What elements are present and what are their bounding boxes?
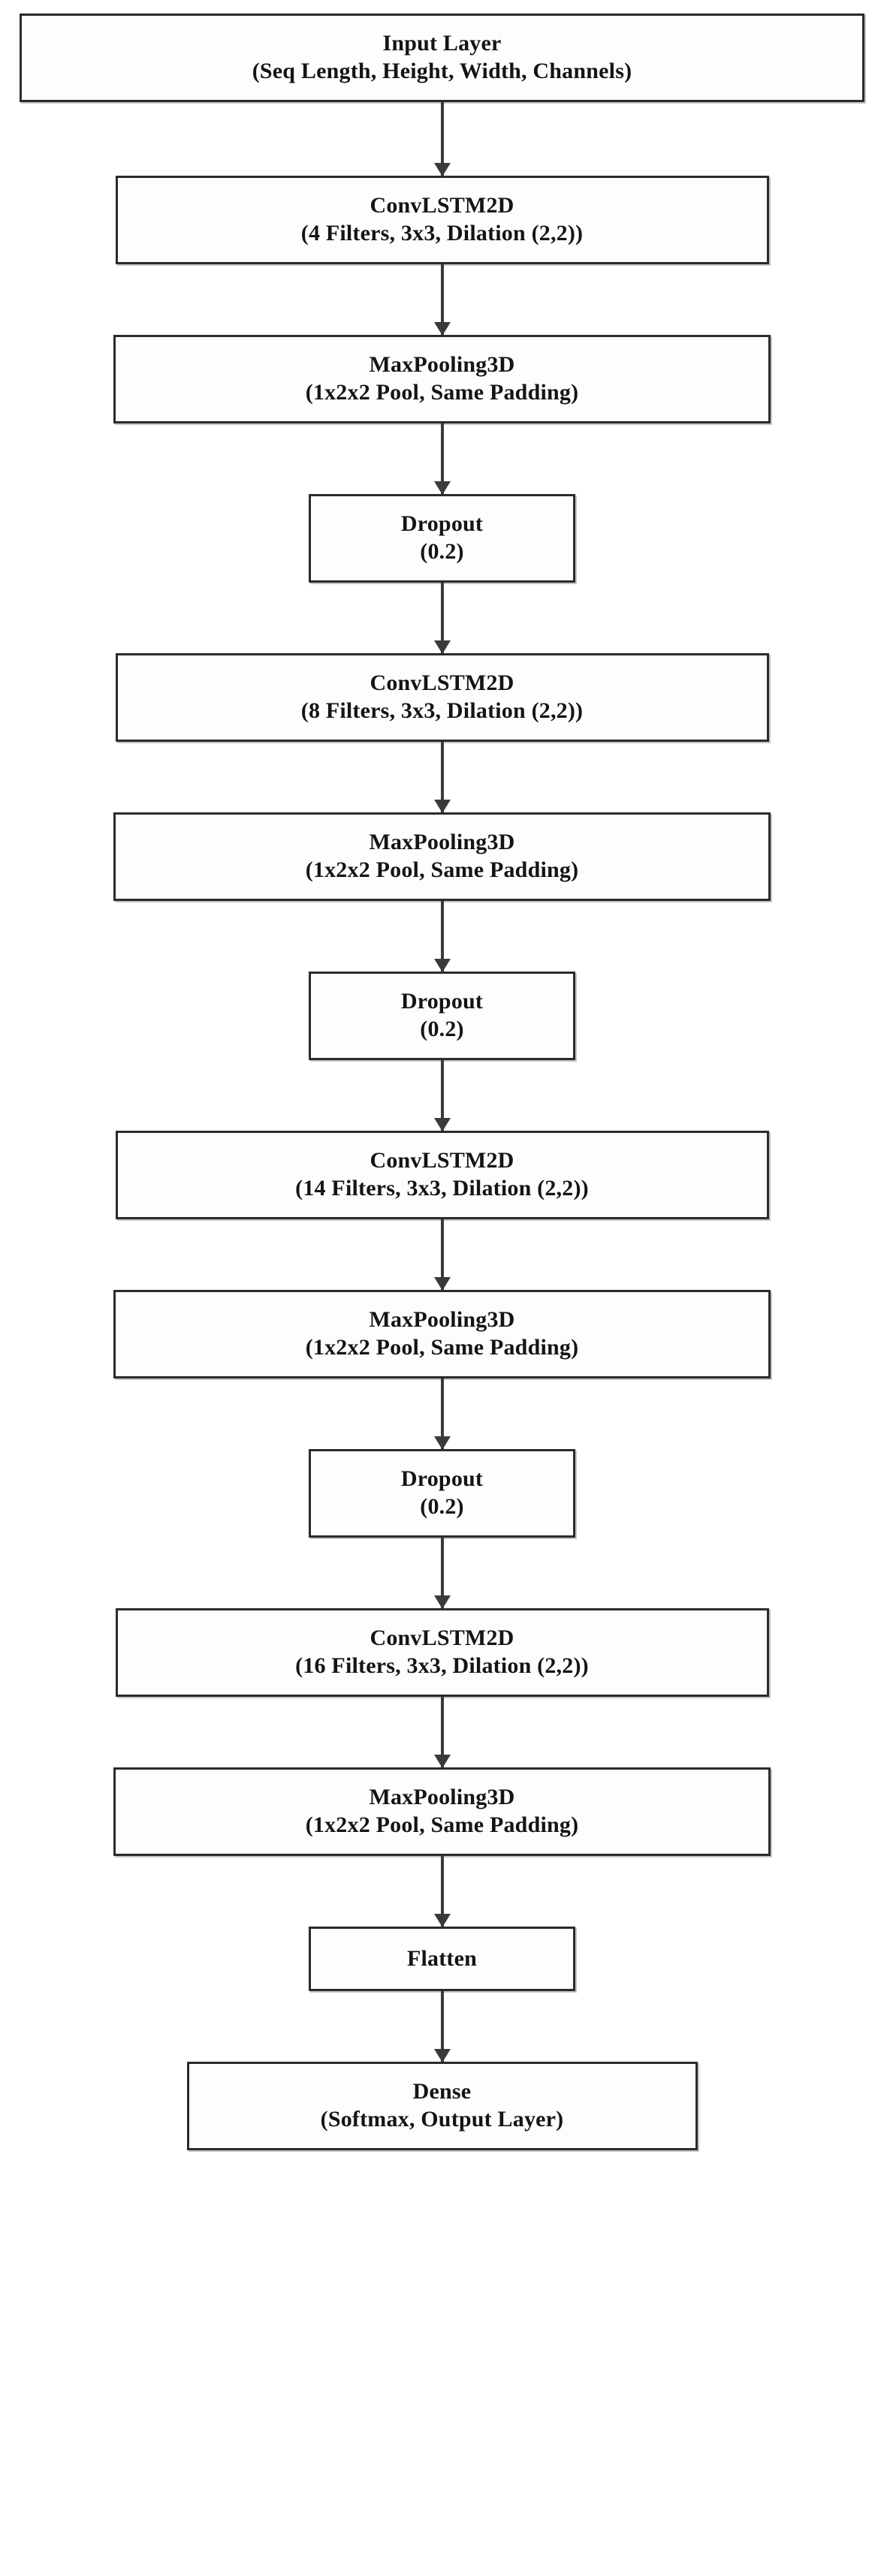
node-subtitle: (1x2x2 Pool, Same Padding) (305, 857, 579, 882)
arrowhead-icon (433, 1118, 451, 1131)
arrow-pool4-to-flatten (433, 1856, 451, 1927)
arrow-dropout3-to-convlstm4 (433, 1538, 451, 1609)
arrowhead-icon (433, 1436, 451, 1450)
node-flatten[interactable]: Flatten (309, 1927, 575, 1991)
node-title: MaxPooling3D (369, 1785, 515, 1810)
arrowhead-icon (433, 1595, 451, 1609)
node-subtitle: (1x2x2 Pool, Same Padding) (305, 380, 579, 405)
node-title: MaxPooling3D (369, 1307, 515, 1333)
node-maxpooling3d-1[interactable]: MaxPooling3D (1x2x2 Pool, Same Padding) (113, 335, 771, 423)
node-title: MaxPooling3D (369, 352, 515, 378)
node-subtitle: (4 Filters, 3x3, Dilation (2,2)) (300, 221, 584, 246)
node-maxpooling3d-3[interactable]: MaxPooling3D (1x2x2 Pool, Same Padding) (113, 1290, 771, 1378)
node-dropout-2[interactable]: Dropout (0.2) (309, 972, 575, 1060)
node-convlstm2d-1[interactable]: ConvLSTM2D (4 Filters, 3x3, Dilation (2,… (115, 176, 769, 264)
node-title: MaxPooling3D (369, 830, 515, 855)
node-title: ConvLSTM2D (370, 1625, 514, 1651)
node-subtitle: (0.2) (420, 1494, 464, 1519)
node-title: ConvLSTM2D (370, 1148, 514, 1174)
node-title: ConvLSTM2D (370, 670, 514, 696)
node-subtitle: (8 Filters, 3x3, Dilation (2,2)) (300, 698, 584, 723)
arrowhead-icon (433, 2049, 451, 2062)
arrowhead-icon (433, 322, 451, 336)
node-convlstm2d-4[interactable]: ConvLSTM2D (16 Filters, 3x3, Dilation (2… (115, 1608, 769, 1697)
arrowhead-icon (433, 959, 451, 972)
node-title: Dropout (400, 511, 484, 537)
node-dense-output[interactable]: Dense (Softmax, Output Layer) (186, 2062, 698, 2150)
node-title: Flatten (406, 1945, 478, 1971)
arrow-pool1-to-dropout1 (433, 423, 451, 495)
node-subtitle: (1x2x2 Pool, Same Padding) (305, 1335, 579, 1360)
node-title: ConvLSTM2D (370, 193, 514, 218)
node-dropout-1[interactable]: Dropout (0.2) (309, 494, 575, 583)
node-maxpooling3d-4[interactable]: MaxPooling3D (1x2x2 Pool, Same Padding) (113, 1767, 771, 1856)
node-input-layer[interactable]: Input Layer (Seq Length, Height, Width, … (20, 14, 864, 102)
node-maxpooling3d-2[interactable]: MaxPooling3D (1x2x2 Pool, Same Padding) (113, 812, 771, 901)
node-subtitle: (16 Filters, 3x3, Dilation (2,2)) (295, 1653, 589, 1678)
arrow-dropout2-to-convlstm3 (433, 1060, 451, 1131)
arrow-flatten-to-dense (433, 1991, 451, 2062)
node-dropout-3[interactable]: Dropout (0.2) (309, 1449, 575, 1538)
node-title: Input Layer (382, 31, 502, 56)
node-subtitle: (1x2x2 Pool, Same Padding) (305, 1812, 579, 1837)
node-title: Dense (412, 2079, 472, 2104)
arrowhead-icon (433, 481, 451, 495)
node-convlstm2d-2[interactable]: ConvLSTM2D (8 Filters, 3x3, Dilation (2,… (115, 653, 769, 742)
arrow-convlstm3-to-pool3 (433, 1219, 451, 1291)
arrow-convlstm2-to-pool2 (433, 742, 451, 813)
node-title: Dropout (400, 1466, 484, 1492)
node-title: Dropout (400, 989, 484, 1014)
arrowhead-icon (433, 163, 451, 176)
arrowhead-icon (433, 800, 451, 813)
node-subtitle: (14 Filters, 3x3, Dilation (2,2)) (295, 1176, 589, 1201)
arrow-input-to-convlstm1 (433, 102, 451, 176)
arrow-dropout1-to-convlstm2 (433, 583, 451, 654)
node-subtitle: (0.2) (420, 1017, 464, 1041)
arrowhead-icon (433, 1277, 451, 1291)
arrow-pool2-to-dropout2 (433, 901, 451, 972)
arrow-convlstm1-to-pool1 (433, 264, 451, 336)
arrowhead-icon (433, 640, 451, 654)
arrow-pool3-to-dropout3 (433, 1378, 451, 1450)
arrowhead-icon (433, 1914, 451, 1927)
node-subtitle: (Seq Length, Height, Width, Channels) (252, 59, 632, 83)
node-convlstm2d-3[interactable]: ConvLSTM2D (14 Filters, 3x3, Dilation (2… (115, 1131, 769, 1219)
arrow-convlstm4-to-pool4 (433, 1697, 451, 1768)
arrowhead-icon (433, 1755, 451, 1768)
node-subtitle: (Softmax, Output Layer) (320, 2107, 564, 2132)
node-subtitle: (0.2) (420, 539, 464, 564)
